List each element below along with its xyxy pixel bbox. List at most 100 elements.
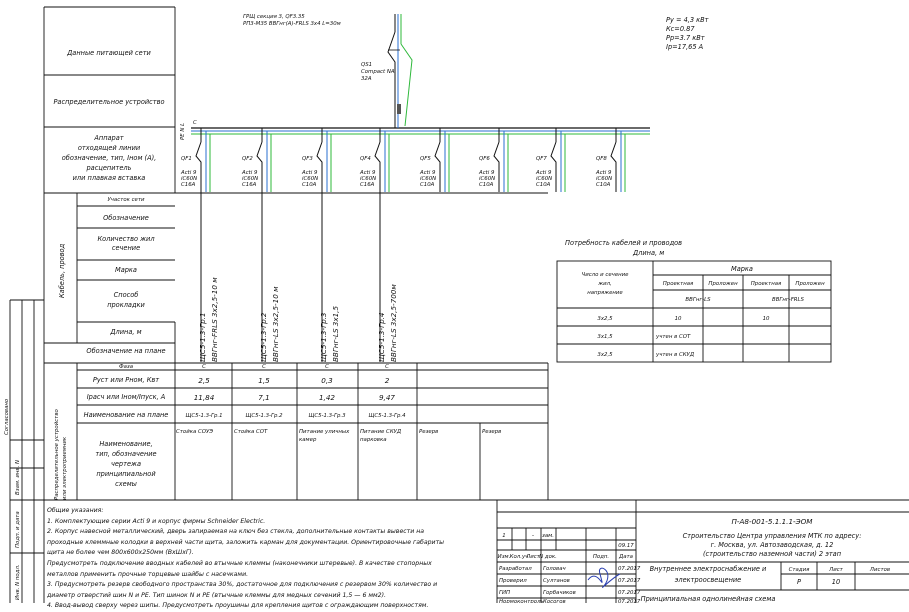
breaker-model: Acti 9 <box>478 170 495 176</box>
breaker-rating: C10A <box>420 182 435 188</box>
receiver-plan-name: ЩС5-1.3-Гр.3 <box>308 413 346 419</box>
cable-demand-col-laid-2: Проложен <box>795 281 825 287</box>
receiver-phase: С <box>202 364 206 370</box>
project-subtitle: (строительство наземной части) 2 этап <box>703 550 842 558</box>
breaker-type: iC60N <box>596 176 612 182</box>
project-title: Строительство Центра управления МТК по а… <box>683 532 862 540</box>
receiver-power: 1,5 <box>258 376 270 385</box>
cable-demand-col-project-1: Проектная <box>663 281 694 287</box>
breaker-id: QF4 <box>360 156 371 162</box>
receiver-power: 0,3 <box>321 376 333 385</box>
receiver-plan-name: ЩС5-1.3-Гр.4 <box>368 413 406 419</box>
breaker-contact <box>550 141 557 192</box>
busbar-c-label: С <box>193 120 197 126</box>
cable-demand-col-mark: Марка <box>731 265 753 273</box>
power-pp: Рр=3.7 кВт <box>666 34 705 42</box>
receiver-current: 7,1 <box>258 393 269 402</box>
stamp-date: 07.2017 <box>618 578 641 584</box>
label-mark: Марка <box>115 266 137 274</box>
label-phase: Фаза <box>119 364 133 370</box>
breaker-type: iC60N <box>536 176 552 182</box>
power-py: Py = 4,3 кВт <box>666 16 709 24</box>
breaker-rating: C16A <box>242 182 257 188</box>
breaker-type: iC60N <box>360 176 376 182</box>
cable-designation: ЩС5-1.3-Гр.1 <box>198 313 207 363</box>
breaker-id: QF2 <box>242 156 253 162</box>
cable-designation: ЩС5-1.3-Гр.4 <box>377 312 386 362</box>
incoming-feeder <box>387 14 413 128</box>
cable-demand-project-2: 10 <box>763 316 770 322</box>
cable-spec: ВВГнг-LS 3х1,5 <box>331 306 340 362</box>
label-section: Участок сети <box>107 197 145 203</box>
feed-line2: РП3-М35 ВВГнг(А)-FRLS 3х4 L=30м <box>243 21 341 27</box>
cable-demand-col-laid-1: Проложен <box>708 281 738 287</box>
note-line: металлов применить прочные торцевые шайб… <box>47 570 249 578</box>
label-current: Iрасч или Iном/Iпуск, А <box>87 393 166 401</box>
receiver-power: 2 <box>385 376 390 385</box>
stamp-role: Разработал <box>499 566 532 572</box>
note-line: 2. Корпус навесной металлический, дверь … <box>47 528 425 536</box>
h-ndok: N док. <box>539 554 557 560</box>
breaker-qs1-model: Compact NA <box>361 69 395 75</box>
cable-spec: ВВГнг-LS 3х2,5-10 м <box>271 286 280 362</box>
receiver-phase: С <box>262 364 266 370</box>
note-line: 1. Комплектующие серии Acti 9 и корпус ф… <box>47 517 266 525</box>
breaker-model: Acti 9 <box>419 170 436 176</box>
label-length: Длина, м <box>109 328 141 336</box>
h-izm: Изм. <box>498 554 511 560</box>
cable-demand-project-1: учтен в СОТ <box>655 334 691 340</box>
rev-dash: - <box>532 533 534 539</box>
breaker-contact <box>493 141 500 192</box>
breaker-contact <box>434 141 441 192</box>
receiver-phase: С <box>325 364 329 370</box>
breaker-id: QF1 <box>181 156 192 162</box>
cable-demand-subtitle: Длина, м <box>632 249 664 257</box>
breaker-contact <box>610 141 617 192</box>
cable-demand-title: Потребность кабелей и проводов <box>565 239 682 247</box>
sheet-value: 10 <box>832 578 840 586</box>
stamp-name: Косогов <box>543 599 566 603</box>
breaker-type: iC60N <box>420 176 436 182</box>
sheet-header: Лист <box>828 567 844 573</box>
breaker-model: Acti 9 <box>301 170 318 176</box>
breaker-rating: C10A <box>536 182 551 188</box>
breaker-contact <box>374 141 381 362</box>
side-inv-zam: Взам. инв. N <box>15 460 21 495</box>
breaker-model: Acti 9 <box>359 170 376 176</box>
note-line: Предусмотреть подключение вводных кабеле… <box>47 559 432 567</box>
stamp-date: 07.2017 <box>618 590 641 596</box>
breaker-model: Acti 9 <box>535 170 552 176</box>
receiver-phase: С <box>385 364 389 370</box>
breaker-id: QF5 <box>420 156 431 162</box>
breaker-contact <box>316 141 323 362</box>
breaker-type: iC60N <box>181 176 197 182</box>
notes-title: Общие указания: <box>47 507 104 514</box>
breaker-rating: C10A <box>302 182 317 188</box>
stamp-role: Проверил <box>499 578 527 584</box>
title-block-lines <box>496 500 909 603</box>
section-title-2: электроосвещение <box>675 576 741 584</box>
stamp-date: 07.2017 <box>618 566 641 572</box>
label-power: Руст или Рном, Квт <box>93 376 159 384</box>
cable-spec: ВВГнг-FRLS 3х2,5-10 м <box>210 277 219 362</box>
h-date: Дата <box>618 554 633 560</box>
receiver-plan-name: ЩС5-1.3-Гр.1 <box>185 413 222 419</box>
breaker-id: QF6 <box>479 156 490 162</box>
stage-header: Стадия <box>789 567 810 573</box>
breaker-model: Acti 9 <box>180 170 197 176</box>
breaker-model: Acti 9 <box>241 170 258 176</box>
sheets-header: Листов <box>869 567 890 573</box>
busbar-phase-labels: PE N L <box>180 123 186 140</box>
busbars <box>191 127 650 135</box>
stamp-date: 07.2017 <box>618 599 641 603</box>
cable-demand-col-project-2: Проектная <box>751 281 782 287</box>
stamp-role: ГИП <box>499 590 510 596</box>
general-notes: Общие указания: 1. Комплектующие серии A… <box>47 506 495 612</box>
label-plan-designation: Обозначение на плане <box>86 347 165 355</box>
